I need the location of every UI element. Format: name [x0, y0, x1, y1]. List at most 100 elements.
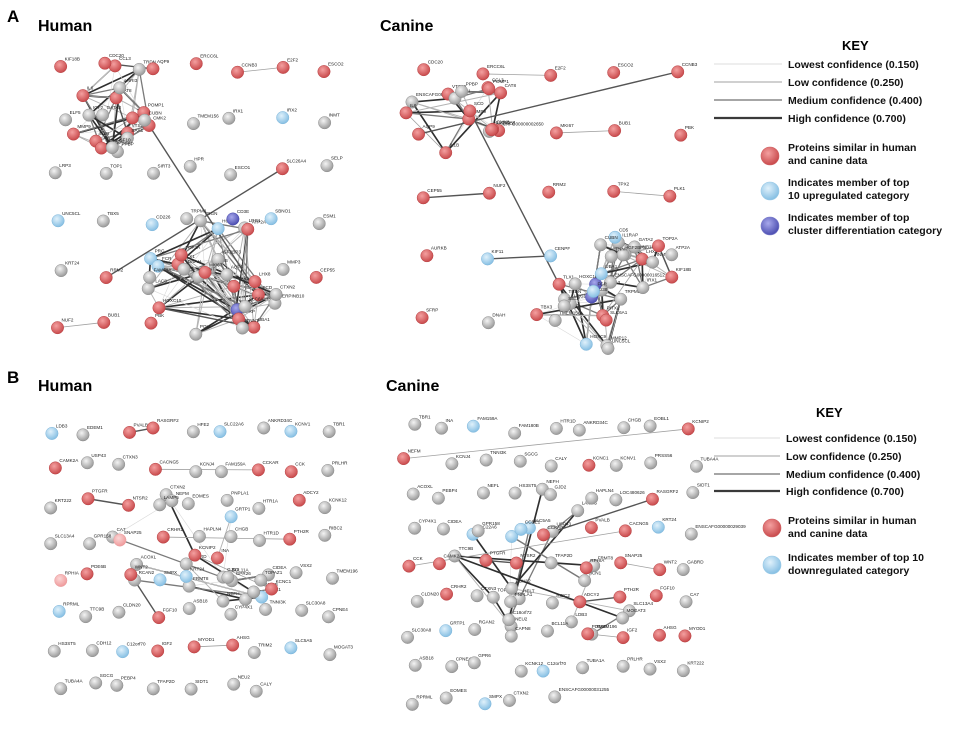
node-label: SERPINB10 — [279, 293, 305, 298]
network-node: PPBP — [455, 81, 478, 98]
node-circle — [482, 186, 496, 200]
network-node: SLC6A1 — [238, 297, 267, 314]
node-circle — [448, 549, 462, 563]
node-label: IRX1 — [647, 278, 658, 283]
network-node: FGF10 — [152, 608, 178, 625]
node-circle — [678, 629, 692, 643]
network-node: HOXC10 — [568, 274, 598, 291]
node-circle — [224, 530, 238, 544]
key-b: KEY Lowest confidence (0.150) Low confid… — [714, 405, 924, 577]
edge — [406, 112, 469, 120]
network-node: CA7 — [679, 592, 699, 609]
node-circle — [649, 589, 663, 603]
node-label: RRM2 — [553, 182, 566, 187]
edge — [508, 531, 554, 621]
node-label: ASB18 — [419, 655, 434, 660]
edge — [222, 516, 232, 578]
network-node: ATP2A — [665, 245, 691, 262]
node-label: GJD2 — [227, 567, 239, 572]
node-label: RASGRF2 — [157, 418, 179, 423]
node-circle — [601, 342, 615, 355]
edge — [73, 125, 150, 135]
node-circle — [322, 610, 335, 624]
network-node: RIBC2 — [318, 525, 343, 542]
node-circle — [479, 453, 493, 467]
node-circle — [227, 677, 241, 691]
network-node: CTXN3 — [470, 586, 497, 603]
node-circle — [220, 268, 234, 282]
edge — [609, 242, 619, 283]
node-circle — [45, 426, 59, 440]
node-label: CLDN20 — [123, 602, 141, 607]
node-label: UBA1 — [258, 317, 270, 322]
node-label: PNPLA1 — [515, 592, 533, 597]
network-node: KCNIP2 — [681, 419, 709, 436]
node-circle — [481, 316, 495, 330]
node-label: C12orf70 — [547, 661, 566, 666]
network-node: BCL11A — [541, 621, 569, 638]
network-node: SFRP — [415, 308, 438, 325]
node-circle — [94, 141, 108, 155]
network-node: IL6 — [399, 103, 417, 120]
network-node: TMEM156 — [548, 310, 581, 327]
node-circle — [317, 65, 331, 79]
node-label: FGF10 — [163, 608, 178, 613]
network-node: SLC5A5 — [284, 638, 312, 655]
edge — [487, 255, 551, 260]
network-node: SELP — [557, 296, 580, 313]
network-node: KCNC1 — [582, 455, 609, 472]
network-node: SAA1 — [120, 128, 144, 145]
node-circle — [156, 530, 170, 544]
network-node: SIRT3 — [147, 163, 171, 180]
network-node: CAPN8 — [504, 626, 531, 643]
node-label: KRT24 — [190, 566, 205, 571]
node-circle — [259, 603, 273, 616]
node-label: HAPLN4 — [596, 488, 614, 493]
node-label: SLC13A4 — [633, 601, 653, 606]
key-b-title: KEY — [816, 405, 843, 420]
node-circle — [247, 646, 261, 659]
node-label: FCR — [162, 256, 172, 261]
node-label: RASGRF2 — [656, 489, 678, 494]
node-circle — [251, 288, 265, 302]
node-label: TLX1 — [563, 274, 574, 279]
node-label: AURKB — [431, 246, 447, 251]
network-node: LRP3 — [48, 163, 71, 180]
node-label: CCK — [295, 462, 306, 467]
network-node: ENSCAFG00000016512 — [604, 272, 665, 289]
network-node: NEFM — [397, 449, 421, 466]
node-label: DNAH — [188, 259, 201, 264]
edge — [536, 314, 587, 345]
edges-A_canine — [405, 71, 678, 349]
network-node: EOMES — [439, 688, 467, 705]
network-node: IL6 — [76, 86, 94, 103]
network-node: SLC30A8 — [401, 627, 432, 644]
network-node: EDEM1 — [76, 425, 103, 442]
node-circle — [609, 458, 623, 472]
network-node: MOGAT3 — [323, 645, 353, 662]
network-node: GPR158 — [83, 534, 112, 551]
node-circle — [112, 605, 126, 619]
network-node: PRSS56 — [644, 453, 673, 470]
edge — [157, 265, 237, 311]
node-circle — [99, 271, 113, 285]
edge — [403, 428, 689, 459]
node-label: TOP2A — [663, 236, 679, 241]
edge — [195, 318, 239, 335]
node-label: SCD — [262, 285, 272, 290]
node-circle — [433, 557, 446, 571]
node-label: CDC20 — [428, 60, 444, 65]
network-node: CAT8 — [494, 83, 516, 100]
node-circle — [579, 561, 593, 575]
network-node: SGCG — [89, 673, 114, 690]
network-node: RRM2 — [99, 268, 124, 285]
node-label: IGF2 — [93, 105, 104, 110]
network-node: ENSCAFG00000021886 — [405, 92, 467, 109]
node-circle — [408, 521, 422, 535]
node-circle — [147, 166, 160, 180]
node-circle — [614, 292, 628, 306]
node-label: NEU2 — [238, 674, 251, 679]
node-circle — [616, 659, 630, 673]
node-label: CD5 — [619, 227, 629, 232]
network-node: RPRML — [52, 601, 80, 618]
